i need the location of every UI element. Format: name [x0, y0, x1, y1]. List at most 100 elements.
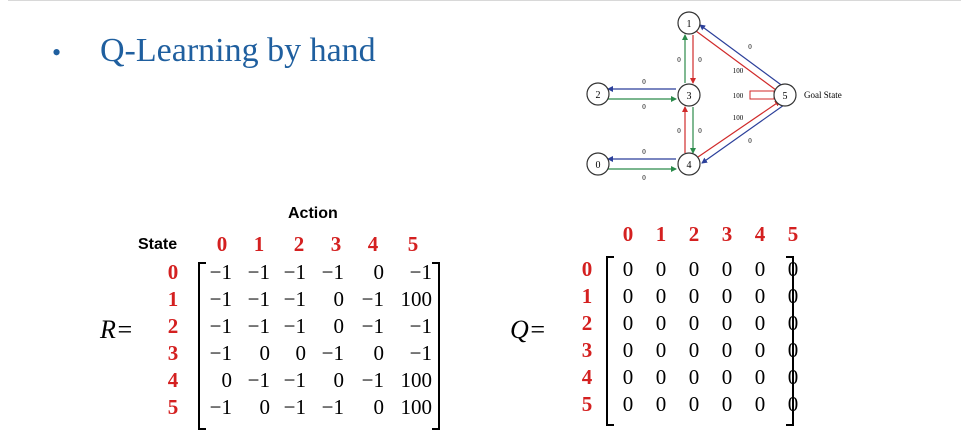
svg-text:3: 3	[687, 91, 692, 102]
r-col-header: 4	[367, 232, 379, 256]
r-row-header: 0	[167, 260, 179, 284]
svg-text:0: 0	[596, 160, 601, 171]
r-cell: 0	[373, 395, 385, 419]
q-cell: 0	[655, 338, 667, 362]
top-divider	[8, 0, 961, 1]
svg-text:2: 2	[596, 90, 601, 101]
node-2: 2	[586, 82, 610, 106]
label-3-5: 100	[733, 92, 744, 100]
r-cell: −1	[409, 260, 432, 284]
q-col-header: 3	[721, 222, 733, 246]
r-cell: −1	[321, 395, 344, 419]
r-row-header: 2	[167, 314, 179, 338]
r-cell: −1	[283, 260, 306, 284]
q-col-header: 1	[655, 222, 667, 246]
r-cell: 0	[333, 287, 345, 311]
state-graph: 1 2 3 0 4 5 Goal State 0 100 0 0 0 0 100…	[586, 11, 842, 182]
r-cell: 100	[400, 395, 433, 419]
q-cell: 0	[655, 284, 667, 308]
q-cell: 0	[655, 392, 667, 416]
r-cell: 0	[259, 395, 271, 419]
q-cell: 0	[721, 365, 733, 389]
q-cell: 0	[721, 311, 733, 335]
r-cell: −1	[247, 260, 270, 284]
r-cell: 0	[333, 368, 345, 392]
q-cell: 0	[655, 311, 667, 335]
r-cell: −1	[247, 287, 270, 311]
r-right-bracket	[432, 262, 440, 430]
action-axis-title: Action	[288, 205, 338, 222]
q-col-header: 2	[688, 222, 700, 246]
q-cell: 0	[688, 338, 700, 362]
r-cell: −1	[209, 395, 232, 419]
label-5-4: 100	[733, 114, 744, 122]
label-2-3: 0	[642, 103, 646, 111]
node-5: 5	[773, 83, 797, 107]
q-cell: 0	[622, 392, 634, 416]
bullet-point: •	[52, 38, 62, 67]
r-cell: −1	[409, 314, 432, 338]
q-row-header: 0	[581, 257, 593, 281]
label-0-4: 0	[642, 174, 646, 182]
r-row-header: 1	[167, 287, 179, 311]
q-cell: 0	[754, 311, 766, 335]
edge-1-to-5	[695, 30, 781, 94]
q-cell: 0	[622, 338, 634, 362]
svg-text:4: 4	[687, 160, 692, 171]
q-cell: 0	[622, 311, 634, 335]
state-axis-title: State	[138, 236, 178, 253]
q-left-bracket	[606, 256, 614, 426]
r-row-header: 5	[167, 395, 179, 419]
r-cell: −1	[247, 314, 270, 338]
q-matrix-label: Q=	[510, 315, 547, 344]
slide-title: Q-Learning by hand	[100, 32, 376, 69]
r-col-header: 3	[330, 232, 342, 256]
q-cell: 0	[622, 257, 634, 281]
q-cell: 0	[688, 257, 700, 281]
r-cell: 100	[400, 287, 433, 311]
r-cell: −1	[283, 287, 306, 311]
q-cell: 0	[688, 365, 700, 389]
r-cell: 0	[333, 314, 345, 338]
label-3-1: 0	[677, 56, 681, 64]
r-col-header: 2	[293, 232, 305, 256]
node-0: 0	[586, 152, 610, 176]
q-cell: 0	[754, 392, 766, 416]
label-4-3: 0	[677, 127, 681, 135]
r-cell: −1	[321, 260, 344, 284]
label-5-1: 100	[733, 67, 744, 75]
q-cell: 0	[721, 284, 733, 308]
q-col-header: 0	[622, 222, 634, 246]
r-left-bracket	[198, 262, 206, 430]
r-cell: 0	[373, 260, 385, 284]
r-cell: −1	[283, 314, 306, 338]
r-cell: 0	[221, 368, 233, 392]
node-4: 4	[677, 152, 701, 176]
node-1: 1	[677, 11, 701, 35]
q-cell: 0	[688, 311, 700, 335]
q-row-header: 2	[581, 311, 593, 335]
q-cell: 0	[754, 257, 766, 281]
q-cell: 0	[754, 365, 766, 389]
r-cell: −1	[321, 341, 344, 365]
q-cell: 0	[655, 257, 667, 281]
edge-5-to-4	[701, 104, 785, 164]
r-col-header: 0	[216, 232, 228, 256]
q-col-header: 5	[787, 222, 799, 246]
q-row-header: 4	[581, 365, 593, 389]
q-cell: 0	[721, 392, 733, 416]
q-cell: 0	[754, 338, 766, 362]
q-cell: 0	[655, 365, 667, 389]
q-row-header: 5	[581, 392, 593, 416]
goal-state-label: Goal State	[804, 90, 842, 100]
q-cell: 0	[754, 284, 766, 308]
q-cell: 0	[622, 365, 634, 389]
edge-3-to-5	[749, 90, 775, 100]
r-row-header: 4	[167, 368, 179, 392]
r-cell: −1	[209, 287, 232, 311]
q-cell: 0	[688, 392, 700, 416]
svg-text:1: 1	[687, 19, 692, 30]
r-cell: 0	[295, 341, 307, 365]
r-cell: −1	[283, 395, 306, 419]
r-cell: 0	[373, 341, 385, 365]
